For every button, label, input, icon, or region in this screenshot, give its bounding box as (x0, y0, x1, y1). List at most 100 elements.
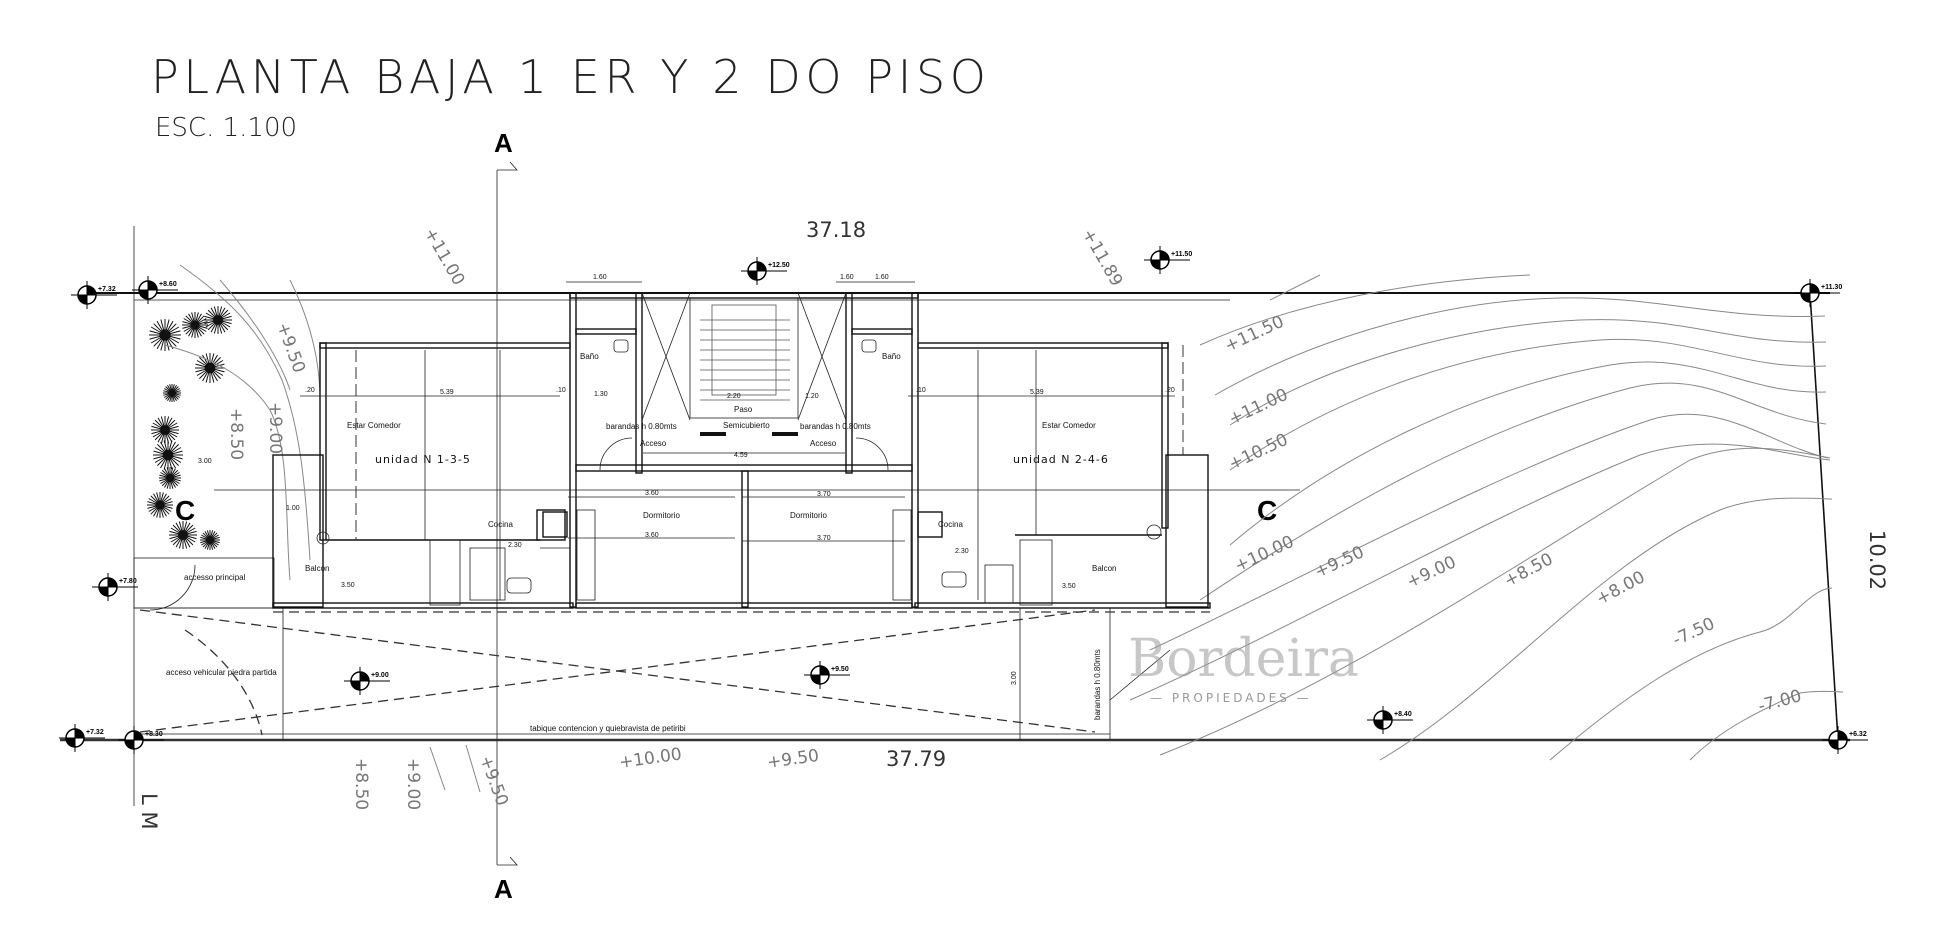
level-marker: +11.50 (1144, 246, 1192, 274)
room-label: Dormitorio (790, 511, 827, 520)
level-label: +6.32 (1849, 731, 1867, 738)
room-label: Balcon (305, 564, 329, 573)
tree-icon (153, 440, 183, 470)
level-marker: +7.32 (59, 724, 105, 752)
level-marker: +11.30 (1794, 279, 1842, 307)
level-label: +8.30 (145, 731, 163, 738)
note-label: barandas h 0.80mts (606, 422, 677, 431)
contour-label: +9.50 (766, 746, 820, 773)
contour-label: -7.00 (1756, 686, 1804, 717)
boundary-top-length: 37.18 (806, 218, 866, 242)
staircase (700, 304, 790, 401)
dimension: 3.50 (1062, 583, 1076, 590)
tree-icon (149, 319, 181, 351)
contour-label: -7.50 (1670, 614, 1718, 651)
dimension: 5.39 (1030, 389, 1044, 396)
section-c-line: C C (175, 489, 1300, 526)
unit-label-left: unidad N 1-3-5 (375, 453, 471, 466)
level-marker: +8.40 (1367, 706, 1413, 734)
room-label: Acceso (640, 439, 667, 448)
tree-icon (163, 384, 181, 402)
section-a-top-label: A (494, 128, 513, 158)
section-c-right-label: C (1257, 495, 1277, 526)
section-a-bottom-label: A (494, 874, 513, 904)
tree-icon (159, 467, 181, 489)
building-core (542, 292, 943, 609)
dimension: 3.50 (341, 582, 355, 589)
boundary-right-length: 10.02 (1865, 530, 1889, 590)
tree-icon (151, 416, 179, 444)
level-marker: +12.50 (741, 257, 790, 285)
unit-label-right: unidad N 2-4-6 (1013, 453, 1109, 466)
boundary-bottom-length: 37.79 (886, 747, 946, 771)
level-marker: +6.32 (1822, 726, 1868, 754)
dimension: 1.20 (805, 393, 819, 400)
tree-icon (182, 312, 208, 338)
dimension: 1.00 (286, 505, 300, 512)
contour-label: +11.50 (1222, 312, 1287, 357)
dimension: .20 (1165, 387, 1175, 394)
watermark: Bordeira — PROPIEDADES — (1128, 629, 1359, 705)
level-label: +7.32 (98, 286, 116, 293)
tree-icon (195, 353, 225, 383)
note-label: barandas h 0.80mts (800, 422, 871, 431)
tree-icon (200, 530, 220, 550)
room-label: Baño (580, 352, 599, 361)
dimension: 3.70 (817, 491, 831, 498)
contour-label: +8.00 (1593, 567, 1648, 609)
note-label: accesso principal (184, 573, 246, 582)
contour-label: +9.50 (1312, 542, 1368, 582)
property-line-code: L M (137, 793, 161, 830)
section-a-line: A A (494, 128, 518, 904)
contour-label: +11.89 (1078, 226, 1127, 290)
room-label: Balcon (1092, 564, 1116, 573)
contour-label: +9.00 (403, 758, 423, 810)
lot-boundary (60, 226, 1850, 806)
room-label: Cocina (488, 520, 513, 529)
dimension: 1.60 (875, 274, 889, 281)
dimension: .10 (556, 387, 566, 394)
dimension: 1.60 (593, 274, 607, 281)
room-label: Acceso (810, 439, 837, 448)
plan-scale: ESC. 1.100 (155, 113, 297, 143)
level-marker: +8.30 (118, 726, 164, 754)
room-label: Baño (882, 352, 901, 361)
dimension: .10 (916, 387, 926, 394)
note-label: barandas h 0.80mts (1093, 649, 1102, 720)
level-label: +7.32 (86, 729, 104, 736)
contour-label: +10.50 (1226, 430, 1291, 475)
contour-label: +9.50 (272, 320, 309, 376)
level-marker: +7.32 (71, 281, 117, 309)
room-label: Estar Comedor (347, 421, 401, 430)
contour-label: +11.00 (420, 225, 469, 289)
contour-label: +9.00 (1404, 552, 1460, 592)
dimension-labels: 5.39 5.39 3.00 1.00 2.30 2.30 3.50 3.50 … (198, 274, 1175, 685)
dimension: 2.30 (955, 548, 969, 555)
note-label: acceso vehicular piedra partida (166, 668, 277, 677)
watermark-brand: Bordeira (1128, 629, 1359, 689)
contour-label: +8.50 (226, 408, 246, 460)
contour-label: +8.50 (1501, 549, 1556, 591)
tree-icon (169, 521, 197, 549)
building-left-unit (272, 342, 574, 609)
level-markers: +7.32 +8.60 +12.50 +11.50 +11.30 +7.80 +7.32 +8… (59, 246, 1868, 754)
level-label: +8.40 (1394, 711, 1412, 718)
dimension: 3.00 (1011, 671, 1018, 685)
dimension: 3.70 (817, 535, 831, 542)
dimension: 2.20 (727, 393, 741, 400)
dimension: 3.00 (198, 458, 212, 465)
contour-label: +9.00 (265, 402, 285, 454)
level-label: +8.60 (159, 281, 177, 288)
level-label: +7.80 (119, 578, 137, 585)
access-door (133, 557, 275, 611)
tree-icon (204, 306, 232, 334)
dimension: 4.59 (734, 452, 748, 459)
building-right-unit (908, 342, 1211, 609)
tree-icon (147, 492, 173, 518)
plan-title: PLANTA BAJA 1 ER Y 2 DO PISO (151, 50, 986, 104)
dimension: 3.60 (645, 532, 659, 539)
level-label: +9.50 (831, 666, 849, 673)
room-label: Semicubierto (723, 421, 770, 430)
dimension: 5.39 (440, 389, 454, 396)
level-marker: +9.50 (804, 661, 850, 689)
